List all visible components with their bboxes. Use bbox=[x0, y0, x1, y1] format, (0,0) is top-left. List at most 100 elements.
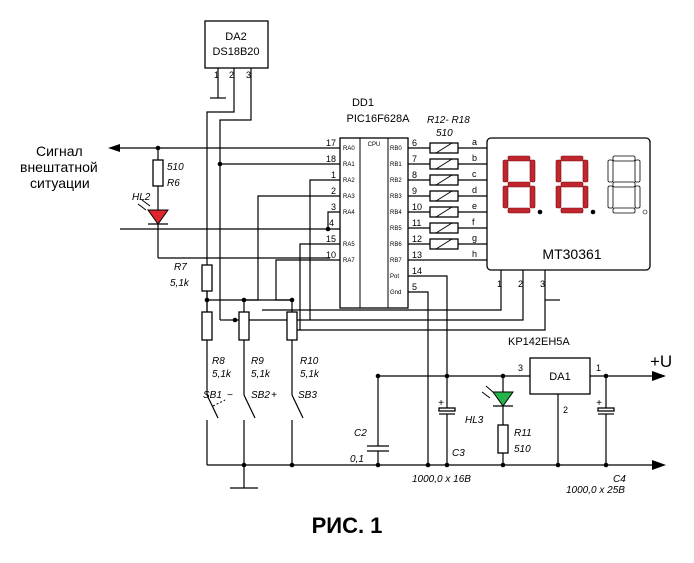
da1-pin-2: 2 bbox=[563, 405, 568, 415]
display-pin-2: 2 bbox=[518, 279, 523, 289]
r12-r18-value: 510 bbox=[436, 128, 453, 139]
dd1-pin-num-ra4: 3 bbox=[331, 202, 336, 212]
c4-value: 1000,0 x 25B bbox=[566, 485, 625, 496]
dd1-mcu: DD1 PIC16F628A CPU 17RA018RA11RA22RA33RA… bbox=[326, 97, 487, 309]
da2-name: DA2 bbox=[225, 31, 246, 43]
digit-3-segment-a bbox=[612, 155, 636, 162]
r9-ref: R9 bbox=[251, 356, 264, 367]
digit-1-segment-c bbox=[529, 185, 536, 209]
dd1-pin-num-rb4: 10 bbox=[412, 202, 422, 212]
display-seg-pin-f: f bbox=[472, 217, 475, 227]
c4-capacitor: + C4 1000,0 x 25B bbox=[566, 376, 626, 496]
dd1-cpu: CPU bbox=[368, 142, 381, 148]
display-seg-pin-c: c bbox=[472, 169, 477, 179]
signal-label-3: ситуации bbox=[30, 175, 90, 191]
dd1-pin-name-ra7: RA7 bbox=[343, 258, 355, 264]
dd1-pin-name-ra3: RA3 bbox=[343, 194, 355, 200]
display-seg-pin-d: d bbox=[472, 185, 477, 195]
hl2-ref: HL2 bbox=[132, 192, 151, 203]
da2-pin-3: 3 bbox=[246, 70, 251, 80]
digit-1-segment-b bbox=[529, 159, 536, 183]
dd1-pin-name-rb7: RB7 bbox=[390, 258, 402, 264]
dd1-pin-name-rb1: RB1 bbox=[390, 162, 402, 168]
c2-ref: C2 bbox=[354, 428, 367, 439]
hl2-led-icon bbox=[147, 209, 169, 225]
dd1-pin-num-ra5: 15 bbox=[326, 234, 336, 244]
dd1-pin-name-rb2: RB2 bbox=[390, 178, 402, 184]
c3-ref: C3 bbox=[452, 448, 465, 459]
da1-regulator: KP142EH5A DA1 3 1 2 bbox=[508, 336, 601, 465]
sb2-ref: SB2 bbox=[251, 390, 270, 401]
digit-1-segment-a bbox=[507, 155, 531, 162]
r7-ref: R7 bbox=[174, 262, 187, 273]
da2-pin-1: 1 bbox=[214, 70, 219, 80]
sb2-sign: + bbox=[271, 390, 277, 401]
dd1-pin-name-rb0: RB0 bbox=[390, 146, 402, 152]
dd1-pin-name-ra1: RA1 bbox=[343, 162, 355, 168]
dd1-pin-num-ra2: 1 bbox=[331, 170, 336, 180]
dd1-pin-name-gnd: Gnd bbox=[390, 290, 401, 296]
r6-ref: R6 bbox=[167, 178, 180, 189]
hl3-led-icon bbox=[492, 391, 514, 407]
dd1-pin-name-pot: Pot bbox=[390, 274, 399, 280]
sb1-ref: SB1 bbox=[203, 390, 222, 401]
supply-bus: +U bbox=[262, 275, 672, 465]
da2-sensor: DA2 DS18B20 1 2 3 bbox=[204, 20, 269, 340]
r7-value: 5,1k bbox=[170, 278, 190, 289]
dd1-part: PIC16F628A bbox=[347, 113, 411, 125]
signal-label-1: Сигнал bbox=[36, 143, 83, 159]
digit-2-segment-d bbox=[560, 207, 584, 214]
r8-ref: R8 bbox=[212, 356, 225, 367]
da1-pin-3: 3 bbox=[518, 363, 523, 373]
display-digit-3 bbox=[607, 155, 648, 215]
input-resistors: R7 5,1k R8 5,1k R9 5,1k R10 5,1k bbox=[170, 262, 320, 395]
digit-2-segment-f bbox=[555, 159, 562, 183]
dd1-pin-num-rb6: 12 bbox=[412, 234, 422, 244]
digit-1-segment-g bbox=[507, 181, 531, 188]
dd1-pin-num-gnd: 5 bbox=[412, 282, 417, 292]
display-seg-pin-g: g bbox=[472, 233, 477, 243]
dd1-pin-name-ra4: RA4 bbox=[343, 210, 355, 216]
signal-label-2: внештатной bbox=[20, 159, 98, 175]
supply-label: +U bbox=[650, 352, 672, 371]
digit-1-segment-e bbox=[502, 185, 509, 209]
dd1-ref: DD1 bbox=[352, 97, 374, 109]
dd1-pin-num-rb1: 7 bbox=[412, 154, 417, 164]
svg-text:+: + bbox=[438, 398, 444, 409]
r8-value: 5,1k bbox=[212, 369, 232, 380]
display-pin-1: 1 bbox=[497, 279, 502, 289]
r6-value: 510 bbox=[167, 162, 184, 173]
display-seg-pin-e: e bbox=[472, 201, 477, 211]
sb3-ref: SB3 bbox=[298, 390, 317, 401]
r9-value: 5,1k bbox=[251, 369, 271, 380]
dd1-pin-num-ra3: 2 bbox=[331, 186, 336, 196]
digit-2-segment-c bbox=[582, 185, 589, 209]
dd1-pin-name-ra5: RA5 bbox=[343, 242, 355, 248]
r11-value: 510 bbox=[514, 444, 531, 455]
digit-1-segment-f bbox=[502, 159, 509, 183]
digit-2-segment-a bbox=[560, 155, 584, 162]
digit-1-segment-d bbox=[507, 207, 531, 214]
switches: SB1 − SB2 + SB3 bbox=[203, 390, 317, 465]
r10-value: 5,1k bbox=[300, 369, 320, 380]
c4-ref: C4 bbox=[613, 474, 626, 485]
r10-ref: R10 bbox=[300, 356, 319, 367]
dd1-pin-name-ra2: RA2 bbox=[343, 178, 355, 184]
resistor-array: R12- R18 510 bbox=[427, 115, 487, 250]
figure-caption: РИС. 1 bbox=[312, 513, 383, 538]
dd1-pin-name-rb6: RB6 bbox=[390, 242, 402, 248]
da2-pin-2: 2 bbox=[229, 70, 234, 80]
c3-value: 1000,0 x 16B bbox=[412, 474, 471, 485]
da1-name: DA1 bbox=[549, 371, 570, 383]
display-part: MT30361 bbox=[542, 246, 601, 262]
mcu-left-wiring bbox=[120, 161, 340, 331]
dd1-pin-num-rb0: 6 bbox=[412, 138, 417, 148]
digit-3-segment-f bbox=[607, 159, 614, 183]
dd1-pin-num-rb3: 9 bbox=[412, 186, 417, 196]
digit-2-segment-e bbox=[555, 185, 562, 209]
c3-capacitor: + HL3 C3 1000,0 x 16B bbox=[412, 376, 484, 485]
hl3-led: R11 510 bbox=[481, 376, 532, 465]
digit-3-segment-b bbox=[634, 159, 641, 183]
da1-pin-1: 1 bbox=[596, 363, 601, 373]
